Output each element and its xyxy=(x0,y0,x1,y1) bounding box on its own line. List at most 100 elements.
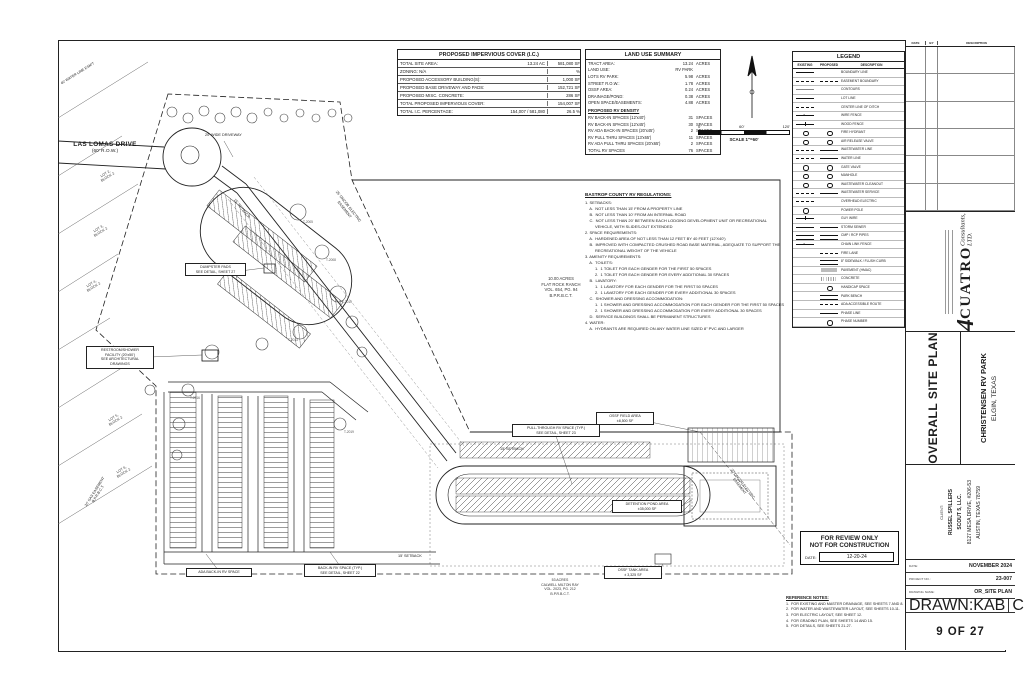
legend-proposed-symbol xyxy=(819,199,839,204)
legend-col-proposed: PROPOSED xyxy=(819,63,839,67)
cell-value: 0.38 xyxy=(685,93,693,99)
lot-label: LOT 6, BLOCK 2 xyxy=(114,464,131,479)
revision-row xyxy=(906,156,1015,184)
legend-row: GATE VALVE xyxy=(793,164,904,173)
cell-label: OPEN SPACE/EASEMENTS: xyxy=(588,100,642,106)
legend-proposed-symbol xyxy=(819,79,839,84)
legend-existing-symbol xyxy=(795,225,815,230)
legend-description: ADA ACCESSIBLE ROUTE xyxy=(841,302,882,307)
tree-tag: T-2008 xyxy=(326,258,336,262)
cell-unit: ACRES xyxy=(696,73,711,79)
legend-proposed-symbol xyxy=(819,302,839,307)
callout-line: ±8,500 SF xyxy=(616,418,634,423)
legend-row: CENTER LINE OF DITCH xyxy=(793,103,904,112)
legend-existing-symbol xyxy=(795,251,815,256)
firm-name: CUATRO xyxy=(958,246,974,319)
tree-tag: T-2005 xyxy=(303,220,313,224)
regulation-line: 1. 1 LAVATORY FOR EACH GENDER FOR THE FI… xyxy=(585,283,718,289)
reference-note-line: 4. FOR GRADING PLAN, SEE SHEETS 14 AND 1… xyxy=(786,618,873,623)
legend-description: WIRE FENCE xyxy=(841,113,862,118)
cell-label: STREET R.O.W.: xyxy=(588,80,620,86)
legend-proposed-symbol xyxy=(819,173,839,180)
regulation-line: 2. SPACE REQUIREMENTS: xyxy=(585,229,638,235)
info-row: DATE: NOVEMBER 2024 xyxy=(906,560,1015,573)
cell-unit: SPACES xyxy=(696,114,713,120)
cell-value: RV PARK xyxy=(675,67,693,73)
legend-row: BOUNDARY LINE xyxy=(793,69,904,78)
legend-proposed-symbol xyxy=(819,113,839,118)
cell-label: PROPOSED ACCESSORY BUILDING(S): xyxy=(400,77,481,82)
legend-description: GUY WIRE xyxy=(841,216,858,221)
legend-title: LEGEND xyxy=(793,52,904,62)
client-block: CLIENT: RUSSEL SPILLERS SCOUT 5, LLC. 81… xyxy=(906,465,1015,560)
legend-proposed-symbol xyxy=(819,70,839,75)
legend-row: MANHOLE xyxy=(793,172,904,181)
ranch-boundary xyxy=(352,179,781,433)
legend-row: STORM SEWER xyxy=(793,224,904,233)
parcel-line: VOL. 654, PG. 94 xyxy=(544,287,578,293)
cell-unit: SPACES xyxy=(696,121,713,127)
reference-notes: REFERENCE NOTES: 1. FOR EXISTING AND MAS… xyxy=(786,595,903,630)
cell-unit: ACRES xyxy=(696,60,711,66)
legend-existing-symbol xyxy=(795,302,815,307)
cell-mid: 154,007 / 581,080 xyxy=(506,109,548,114)
cell-value: 11 xyxy=(688,134,693,140)
reference-note-line: 3. FOR ELECTRIC LAYOUT, SEE SHEET 12. xyxy=(786,612,863,617)
callout-line: SEE DETAIL, SHEET 22 xyxy=(320,570,360,575)
regulation-line: VEHICLE, WITH SLIDES-OUT EXTENDED xyxy=(585,223,673,229)
lot-label: LOT 3, BLOCK 2 xyxy=(91,223,108,238)
legend-proposed-symbol xyxy=(819,156,839,161)
cell-value: 152,721 SF xyxy=(557,85,580,90)
legend-row: GUY WIRE xyxy=(793,215,904,224)
legend-existing-symbol xyxy=(795,320,815,325)
cell-value: 286 SF xyxy=(566,93,580,98)
reference-note-line: 5. FOR DETAILS, SEE SHEETS 21-27. xyxy=(786,624,852,629)
legend-description: AIR RELEASE VALVE xyxy=(841,138,874,143)
legend-row: OVERHEAD ELECTRIC xyxy=(793,198,904,207)
revision-header: DATE BY DESCRIPTION xyxy=(906,40,1015,47)
client-company: SCOUT 5, LLC. xyxy=(957,494,963,530)
legend-proposed-symbol xyxy=(819,191,839,196)
table-row: ZONING: N/A % xyxy=(398,68,580,76)
legend-proposed-symbol xyxy=(819,259,839,266)
regulation-line: A. TOILETS: xyxy=(585,259,613,265)
info-row: PROJECT NO.: 23-007 xyxy=(906,573,1015,586)
legend-description: PAVEMENT (HMAC) xyxy=(841,267,872,272)
legend-row: PHASE LINE xyxy=(793,310,904,319)
callout-backin-space: BACK-IN RV SPACE (TYP.) SEE DETAIL, SHEE… xyxy=(304,564,376,578)
legend-existing-symbol xyxy=(795,121,815,127)
legend-description: PHASE LINE xyxy=(841,310,861,315)
legend-proposed-symbol xyxy=(819,225,839,230)
legend-existing-symbol xyxy=(795,268,815,273)
road-label-las-lomas: LAS LOMAS DRIVE (60' R.O.W.) xyxy=(64,141,146,155)
callout-ossf-field: OSSF FIELD AREA ±8,500 SF xyxy=(596,412,654,426)
callout-line: DRAWINGS xyxy=(110,362,130,367)
regulation-line: 2. 1 LAVATORY FOR EACH GENDER FOR EVERY … xyxy=(585,289,736,295)
legend-existing-symbol xyxy=(795,199,815,204)
trees xyxy=(144,105,368,461)
oncor-easement-label-2: 20' ONCOR ELECTRIC EASEMENT xyxy=(726,468,756,502)
legend-description: EASEMENT BOUNDARY xyxy=(841,78,879,83)
cell-label: TRACT AREA: xyxy=(588,60,615,66)
legend-proposed-symbol xyxy=(819,148,839,153)
legend-proposed-symbol xyxy=(819,268,839,273)
cell-unit: ACRES xyxy=(696,87,711,93)
cell-value: 4.88 xyxy=(685,100,693,106)
cell-value: 2 xyxy=(690,141,693,147)
revision-row xyxy=(906,183,1015,211)
legend-existing-symbol xyxy=(795,191,815,196)
callout-line: SEE DETAIL, SHEET 27 xyxy=(195,269,236,274)
client-name: RUSSEL SPILLERS xyxy=(947,488,954,536)
cell-value: 154,007 SF xyxy=(557,101,580,106)
legend-existing-symbol xyxy=(795,79,815,84)
legend-description: WASTEWATER LINE xyxy=(841,147,873,152)
impervious-cover-table: PROPOSED IMPERVIOUS COVER (I.C.) TOTAL S… xyxy=(397,49,581,116)
legend-description: WATER LINE xyxy=(841,156,861,161)
cell-mid xyxy=(506,69,548,74)
parcel-line: CALWELL MILTON RAY xyxy=(541,582,579,587)
regulation-line: 2. 1 TOILET FOR EACH GENDER FOR EVERY AD… xyxy=(585,271,730,277)
legend-description: CONCRETE xyxy=(841,276,860,281)
scale-ticks: 0' 60' 120' xyxy=(698,124,790,129)
density-subtitle: PROPOSED RV DENSITY xyxy=(588,108,640,114)
review-only-stamp: FOR REVIEW ONLY NOT FOR CONSTRUCTION DAT… xyxy=(800,531,899,565)
